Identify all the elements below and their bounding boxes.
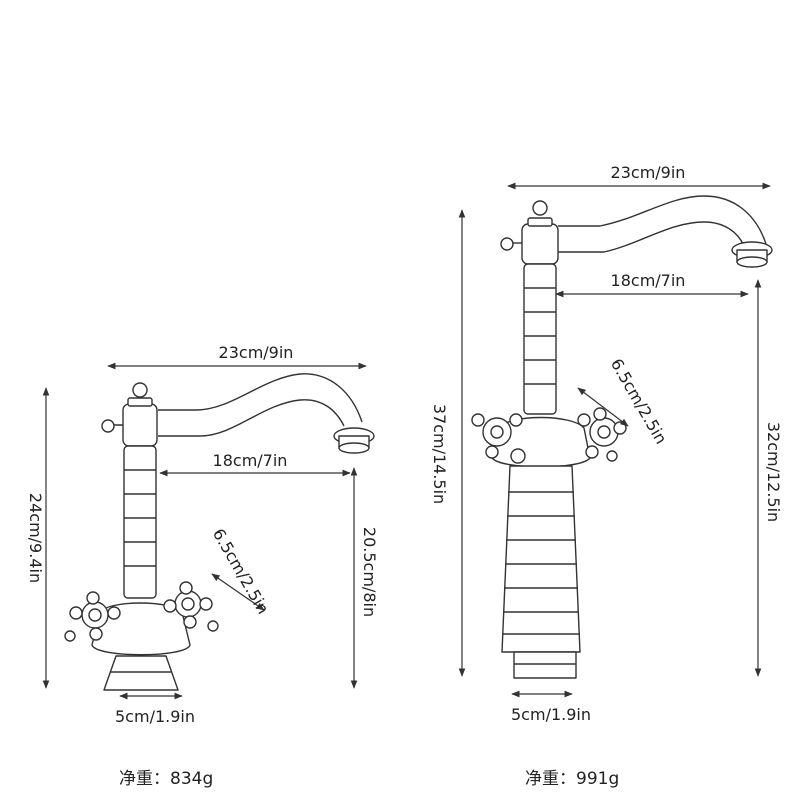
left-base-diameter-label: 5cm/1.9in (115, 707, 195, 726)
left-faucet-handle-left (64, 591, 121, 642)
left-spout-height-label: 20.5cm/8in (360, 527, 379, 617)
right-spout-reach-label: 23cm/9in (611, 163, 686, 182)
left-spout-reach-label: 23cm/9in (219, 343, 294, 362)
left-faucet-handle-right (163, 581, 219, 632)
left-handle-spacing-label: 6.5cm/2.5in (209, 525, 273, 617)
right-faucet-handle-left (471, 413, 526, 464)
right-base-diameter-label: 5cm/1.9in (511, 705, 591, 724)
right-faucet-drawing (471, 195, 773, 679)
right-dimension-lines (458, 182, 771, 698)
left-net-weight: 净重：834g (119, 769, 213, 789)
left-dimension-lines (42, 362, 367, 700)
right-spout-offset-label: 18cm/7in (611, 271, 686, 290)
left-net-weight-value: 834g (170, 769, 213, 789)
left-faucet-drawing (64, 373, 375, 691)
left-spout-offset-label: 18cm/7in (213, 451, 288, 470)
left-total-height-label: 24cm/9.4in (26, 493, 45, 583)
right-net-weight-label: 净重： (525, 769, 576, 789)
right-net-weight-value: 991g (576, 769, 619, 789)
left-net-weight-label: 净重： (119, 769, 170, 789)
right-spout-height-label: 32cm/12.5in (764, 422, 783, 522)
right-net-weight: 净重：991g (525, 769, 619, 789)
right-total-height-label: 37cm/14.5in (430, 404, 449, 504)
